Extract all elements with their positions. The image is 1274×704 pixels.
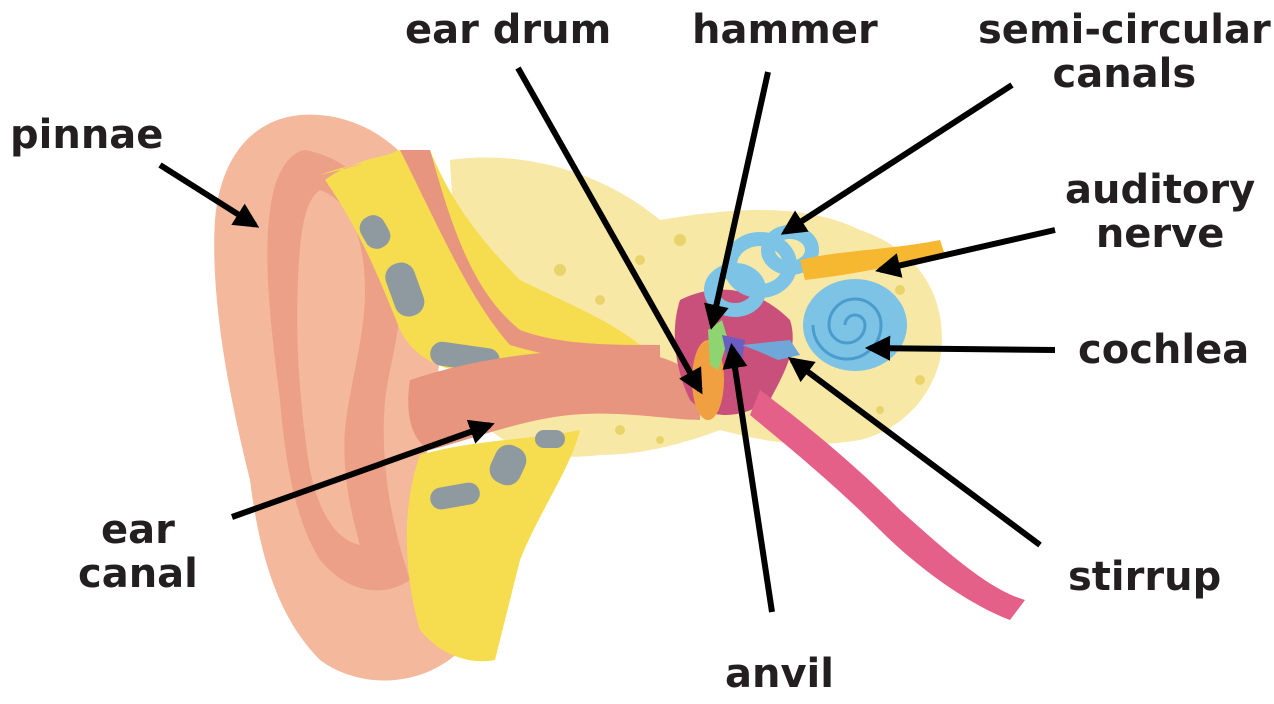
label-auditory-line2: nerve — [1065, 212, 1255, 256]
label-pinnae: pinnae — [10, 113, 163, 157]
arrow-semi-circular — [785, 85, 1012, 232]
label-cochlea: cochlea — [1078, 328, 1249, 372]
label-auditory-line1: auditory — [1065, 168, 1255, 212]
label-semi-circular-line1: semi-circular — [978, 8, 1271, 52]
label-anvil: anvil — [725, 652, 834, 696]
label-stirrup: stirrup — [1068, 555, 1221, 599]
cochlea-shape — [803, 279, 907, 371]
label-hammer: hammer — [692, 8, 878, 52]
label-semi-circular-canals: semi-circular canals — [978, 8, 1271, 96]
arrow-cochlea — [870, 348, 1055, 350]
label-semi-circular-line2: canals — [978, 52, 1271, 96]
label-ear-canal-line2: canal — [78, 552, 198, 596]
label-ear-canal: ear canal — [78, 508, 198, 596]
label-auditory-nerve: auditory nerve — [1065, 168, 1255, 256]
label-ear-canal-line1: ear — [78, 508, 198, 552]
label-ear-drum: ear drum — [405, 8, 611, 52]
